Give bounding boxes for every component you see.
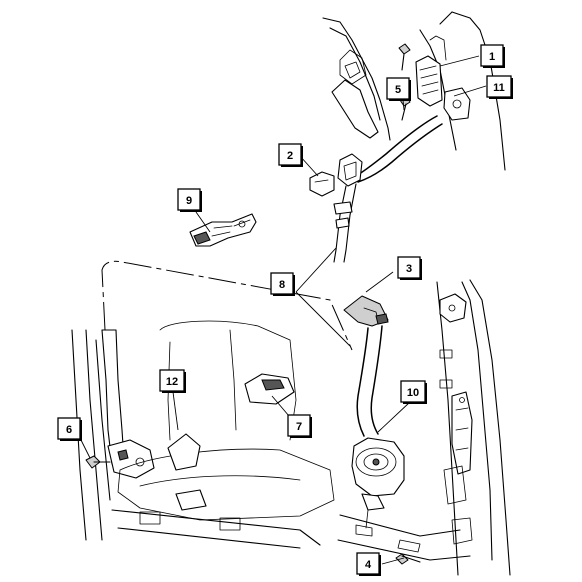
upper-pillar-assembly bbox=[322, 11, 506, 183]
callout-1: 1 bbox=[480, 44, 505, 68]
callout-7: 7 bbox=[287, 414, 312, 438]
callout-4-label: 4 bbox=[365, 559, 372, 571]
buckle-assembly bbox=[189, 213, 257, 247]
callout-6-label: 6 bbox=[66, 424, 72, 436]
callout-3-label: 3 bbox=[406, 263, 412, 275]
callout-12: 12 bbox=[159, 369, 186, 393]
callout-4: 4 bbox=[356, 552, 381, 576]
callout-1-label: 1 bbox=[489, 51, 495, 63]
callout-7-label: 7 bbox=[296, 421, 302, 433]
belt-routing-dashed-line bbox=[101, 260, 353, 351]
callout-11-label: 11 bbox=[493, 82, 505, 94]
leader-lines bbox=[78, 55, 487, 565]
seat-lower-anchor bbox=[71, 320, 335, 549]
callout-5-label: 5 bbox=[395, 84, 401, 96]
callout-6: 6 bbox=[57, 417, 82, 441]
callout-2: 2 bbox=[278, 143, 303, 167]
lower-pillar-retractor bbox=[337, 279, 511, 576]
d-ring-guide bbox=[309, 153, 363, 263]
callout-8: 8 bbox=[270, 272, 295, 296]
callout-11: 11 bbox=[486, 75, 513, 99]
callout-10: 10 bbox=[400, 380, 427, 404]
callout-9-label: 9 bbox=[186, 195, 192, 207]
callout-5: 5 bbox=[386, 77, 411, 101]
callout-2-label: 2 bbox=[287, 150, 293, 162]
callout-12-label: 12 bbox=[166, 376, 178, 388]
callout-10-label: 10 bbox=[407, 387, 419, 399]
callout-9: 9 bbox=[177, 188, 202, 212]
callout-3: 3 bbox=[397, 256, 422, 280]
callout-8-label: 8 bbox=[279, 279, 285, 291]
